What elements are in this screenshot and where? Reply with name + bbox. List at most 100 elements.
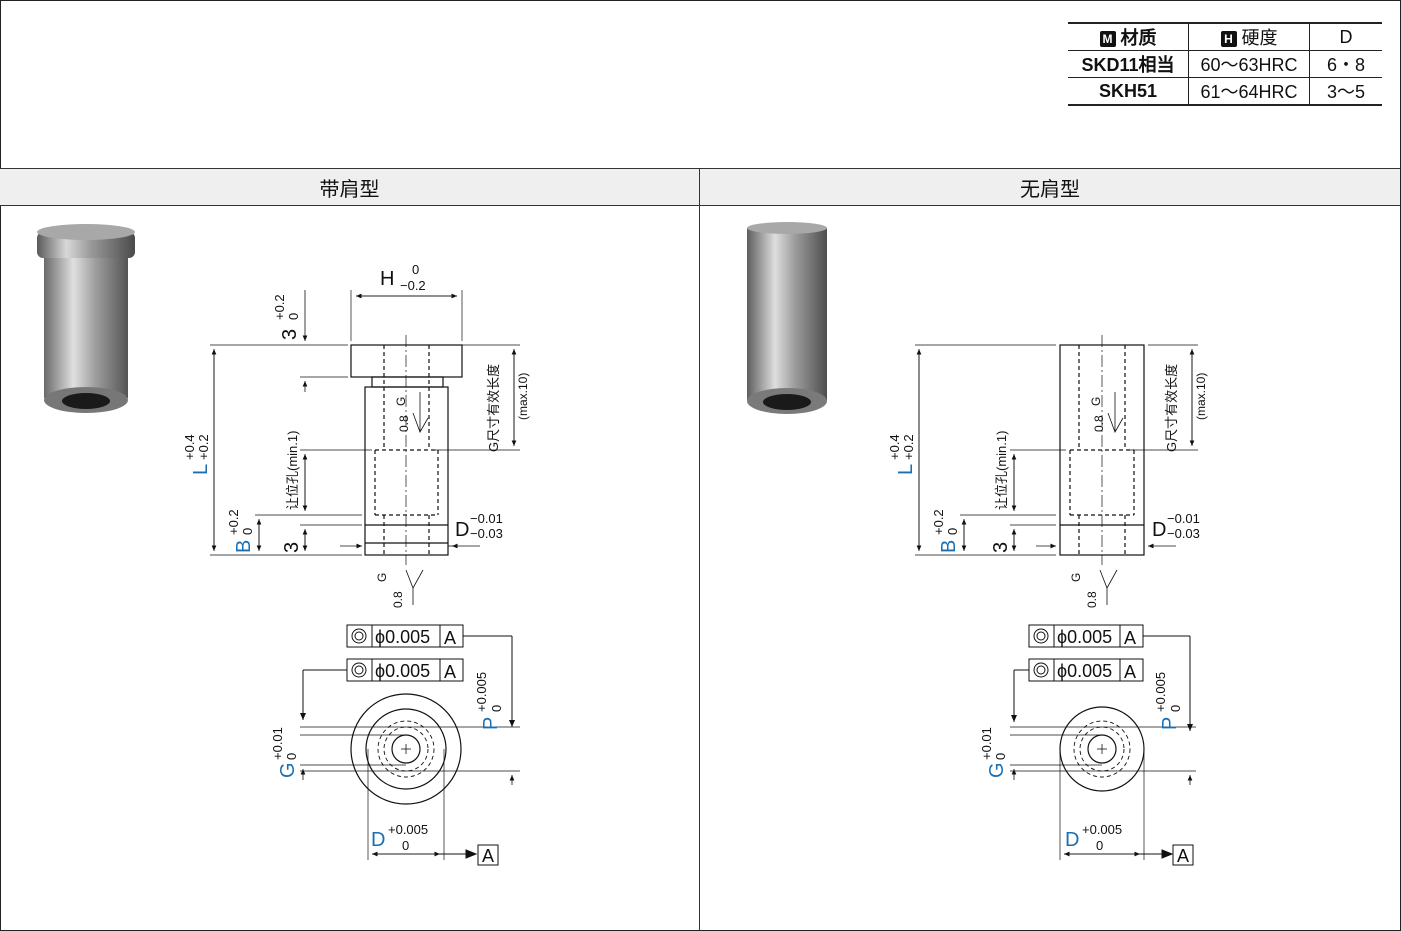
h-tol-lower: −0.2: [400, 278, 426, 293]
shouldered-bushing-photo: [37, 224, 135, 413]
roughness-g-label: G: [1069, 573, 1083, 582]
d-cell: 3～5: [1309, 77, 1382, 106]
side-view-labels: L +0.4 +0.2 B +0.2 0 3 让位孔(min.1) G尺寸有效长…: [887, 364, 1208, 608]
material-cell: SKH51: [1068, 77, 1189, 106]
l-tol-upper: +0.4: [182, 434, 197, 460]
d-tol-upper: −0.01: [1167, 511, 1200, 526]
hardness-cell: 60～63HRC: [1188, 50, 1310, 78]
section-title: 无肩型: [1020, 178, 1080, 201]
h-tol-upper: 0: [412, 262, 419, 277]
b-tol-upper: +0.2: [226, 509, 241, 535]
three-bottom-label: 3: [281, 542, 303, 553]
top-view: [1010, 706, 1196, 866]
g-dimension-label: G: [277, 762, 299, 778]
l-tol-upper: +0.4: [887, 434, 902, 460]
g-dimension-label: G: [986, 762, 1008, 778]
b-tol-lower: 0: [240, 528, 255, 535]
roughness-value-label: 0.8: [397, 415, 411, 432]
side-view: [915, 335, 1198, 605]
p-dimension-label: P: [480, 717, 502, 730]
d-tol-lower: −0.03: [470, 526, 503, 541]
relief-hole-label: 让位孔(min.1): [285, 431, 300, 510]
g-tol-lower: 0: [993, 753, 1008, 760]
top-view-labels: A P +0.005 0 G +0.01 0 D +0.005 0: [270, 672, 504, 866]
p-tol-lower: 0: [1168, 705, 1183, 712]
three-tol-upper: +0.2: [272, 294, 287, 320]
three-bottom-label: 3: [990, 542, 1012, 553]
l-dimension-label: L: [895, 464, 917, 475]
l-tol-lower: +0.2: [901, 434, 916, 460]
section-header-straight: 无肩型: [700, 168, 1400, 206]
g-tol-lower: 0: [284, 753, 299, 760]
table-row: SKD11相当 60～63HRC 6・8: [1068, 50, 1382, 78]
d-dimension-label: D: [1152, 519, 1166, 541]
d-tol-lower: −0.03: [1167, 526, 1200, 541]
concentricity-value: ϕ0.005: [1057, 627, 1112, 647]
three-tol-lower: 0: [286, 313, 301, 320]
max-note-label: (max.10): [516, 373, 530, 420]
datum-ref: A: [1124, 628, 1136, 648]
top-view-labels: A P +0.005 0 G +0.01 0 D +0.005 0: [979, 672, 1189, 866]
hardness-cell: 61～64HRC: [1188, 77, 1310, 106]
d-cell: 6・8: [1309, 50, 1382, 78]
datum-a-box-label: A: [482, 846, 494, 866]
tolerance-frames: ϕ0.005 A ϕ0.005 A: [1011, 624, 1193, 731]
d-tol-upper: −0.01: [470, 511, 503, 526]
top-view: [300, 693, 520, 866]
table-row: SKH51 61～64HRC 3～5: [1068, 77, 1382, 106]
straight-drawing: L +0.4 +0.2 B +0.2 0 3 让位孔(min.1) G尺寸有效长…: [747, 222, 1208, 866]
h-dimension-label: H: [380, 268, 394, 290]
b-tol-upper: +0.2: [931, 509, 946, 535]
hardness-badge-icon: H: [1220, 31, 1237, 47]
b-dimension-label: B: [233, 540, 255, 553]
tolerance-frames: ϕ0.005 A ϕ0.005 A: [300, 624, 515, 727]
concentricity-value: ϕ0.005: [375, 627, 430, 647]
datum-ref: A: [1124, 662, 1136, 682]
l-dimension-label: L: [190, 464, 212, 475]
d-dimension-label: D: [455, 519, 469, 541]
p-tol-lower: 0: [489, 705, 504, 712]
p-tol-upper: +0.005: [474, 672, 489, 712]
side-view-labels: H 0 −0.2 3 +0.2 0 L +0.4 +0.2 B +0.2 0 3…: [182, 262, 530, 608]
p-tol-upper: +0.005: [1153, 672, 1168, 712]
d2-dimension-label: D: [371, 829, 385, 851]
material-header-label: 材质: [1120, 28, 1157, 48]
p-dimension-label: P: [1159, 717, 1181, 730]
straight-bushing-photo: [747, 222, 827, 414]
roughness-g-label: G: [1089, 397, 1103, 406]
roughness-value-label: 0.8: [1085, 591, 1099, 608]
roughness-value-label: 0.8: [391, 591, 405, 608]
roughness-g-label: G: [375, 573, 389, 582]
roughness-g-label: G: [394, 397, 408, 406]
relief-hole-label: 让位孔(min.1): [994, 431, 1009, 510]
concentricity-value: ϕ0.005: [1057, 661, 1112, 681]
section-title: 带肩型: [319, 178, 380, 201]
material-badge-icon: M: [1099, 31, 1116, 47]
datum-a-box-label: A: [1177, 846, 1189, 866]
d-header-cell: D: [1309, 22, 1382, 51]
g-effective-label: G尺寸有效长度: [486, 364, 501, 452]
hardness-header-label: 硬度: [1241, 28, 1278, 48]
d2-tol-lower: 0: [1096, 838, 1103, 853]
datum-ref: A: [444, 628, 456, 648]
l-tol-lower: +0.2: [196, 434, 211, 460]
g-tol-upper: +0.01: [979, 727, 994, 760]
side-view: [210, 290, 520, 605]
three-top-label: 3: [279, 329, 301, 340]
section-header-shouldered: 带肩型: [0, 168, 699, 206]
max-note-label: (max.10): [1194, 373, 1208, 420]
d2-dimension-label: D: [1065, 829, 1079, 851]
g-effective-label: G尺寸有效长度: [1164, 364, 1179, 452]
roughness-value-label: 0.8: [1092, 415, 1106, 432]
material-cell: SKD11相当: [1068, 50, 1189, 78]
d2-tol-lower: 0: [402, 838, 409, 853]
b-tol-lower: 0: [945, 528, 960, 535]
concentricity-value: ϕ0.005: [375, 661, 430, 681]
g-tol-upper: +0.01: [270, 727, 285, 760]
d2-tol-upper: +0.005: [388, 822, 428, 837]
